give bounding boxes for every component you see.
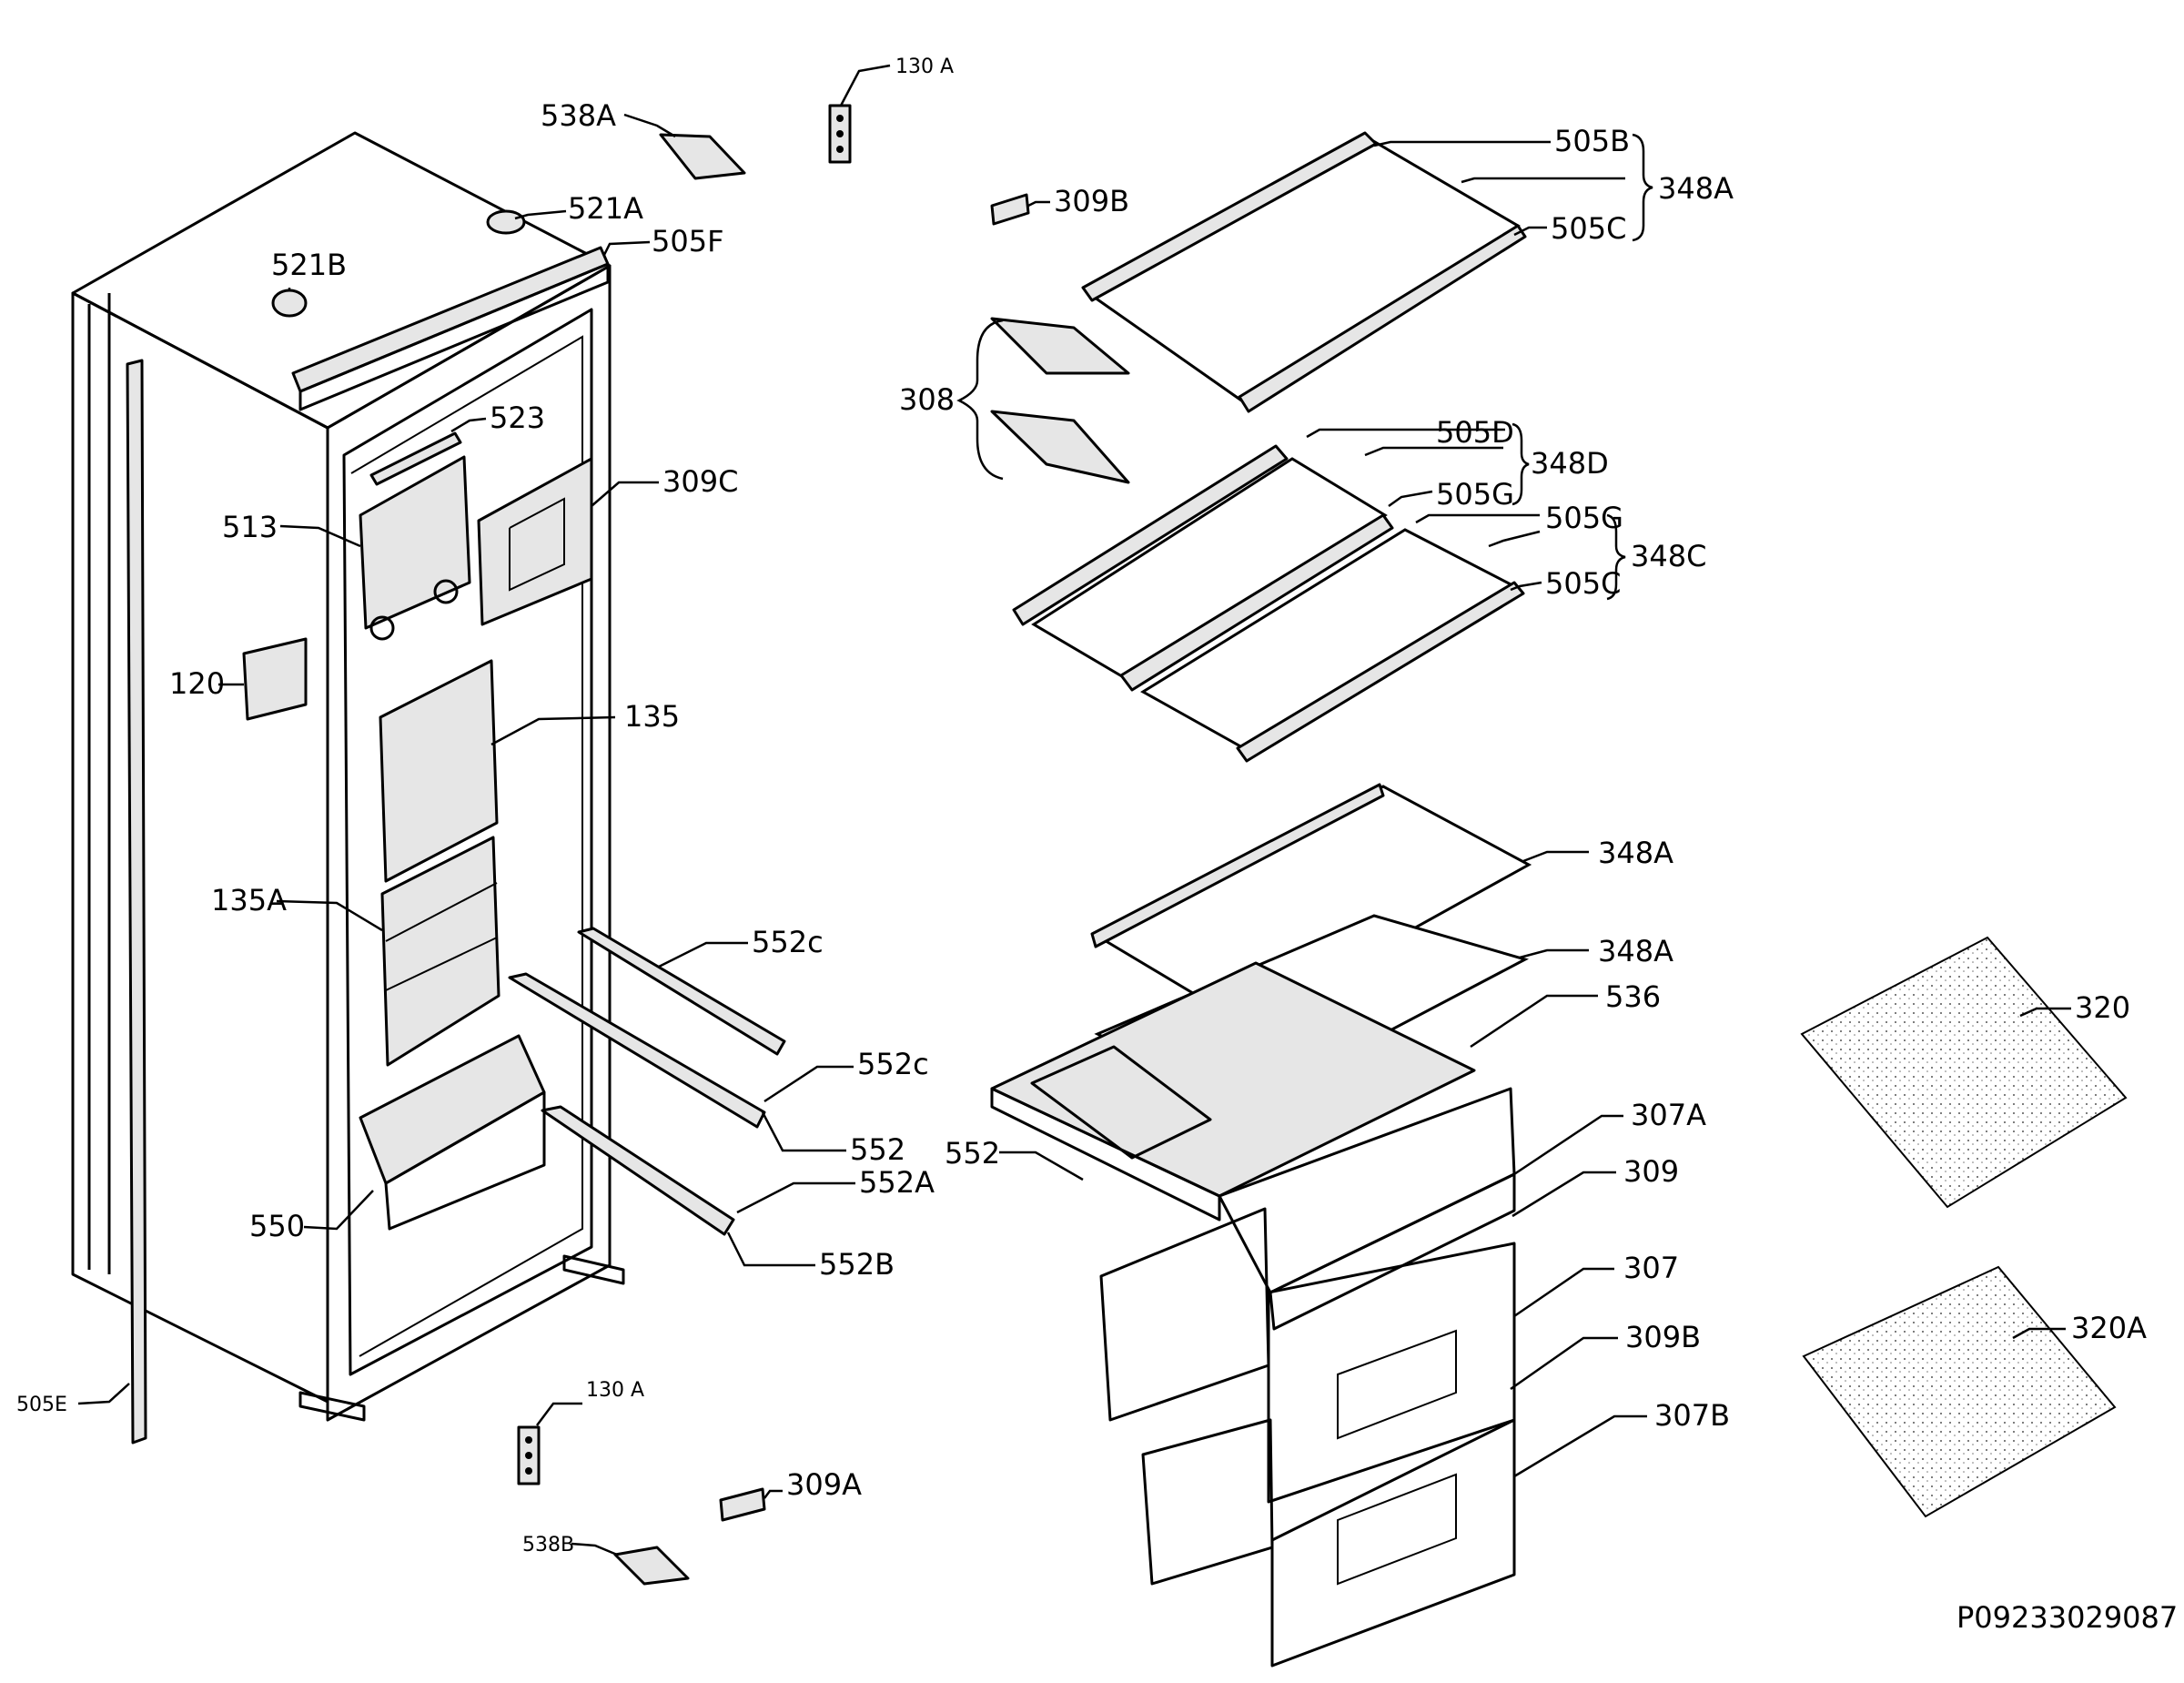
drawer-frame-550: [359, 1034, 546, 1231]
label-320a: 320A: [2071, 1311, 2147, 1345]
glass-shelf-348d: [1012, 444, 1388, 681]
refrigerator-cabinet: [71, 131, 625, 1422]
label-309b-top: 309B: [1054, 184, 1129, 218]
wire-basket-320: [1800, 936, 2128, 1209]
label-309c: 309C: [662, 464, 738, 499]
hinge-plate-130a-bottom: [517, 1425, 541, 1485]
label-135a: 135A: [211, 883, 287, 918]
label-plate-120: [242, 637, 308, 721]
door-seal-strip: [126, 359, 147, 1445]
glass-shelf-348a-top: [1081, 131, 1527, 413]
label-348a-mid-1: 348A: [1598, 836, 1673, 870]
label-552a: 552A: [859, 1165, 935, 1200]
label-550: 550: [249, 1209, 305, 1243]
label-348d: 348D: [1531, 446, 1609, 481]
rail-552c-lower: [508, 972, 766, 1129]
label-307b: 307B: [1654, 1398, 1730, 1433]
rail-552c-upper: [577, 927, 786, 1056]
label-552-right: 552: [945, 1136, 1000, 1171]
label-552c-1: 552c: [752, 925, 824, 959]
label-130a-bottom: 130 A: [586, 1379, 644, 1402]
part-labels: 130 A 538A 521A 505F 521B 523 513 309C 1…: [16, 56, 2178, 1635]
label-521a: 521A: [568, 191, 643, 226]
part-309b-top: [990, 193, 1030, 226]
hinge-538b: [613, 1546, 690, 1586]
fan-cover-309c: [477, 457, 593, 626]
cap-521b: [271, 289, 308, 318]
air-duct-513: [359, 455, 471, 641]
drawer-307b: [1141, 1418, 1516, 1668]
label-348a-mid-2: 348A: [1598, 934, 1673, 968]
label-309a: 309A: [786, 1467, 862, 1502]
label-513: 513: [222, 510, 278, 544]
label-505c-mid: 505C: [1545, 566, 1621, 601]
label-552c-2: 552c: [857, 1047, 929, 1081]
label-538b: 538B: [522, 1534, 574, 1556]
control-523: [369, 431, 462, 486]
label-135: 135: [624, 699, 680, 734]
cover-135: [379, 659, 499, 883]
label-320: 320: [2075, 990, 2130, 1025]
hinge-set-308: [990, 317, 1130, 484]
glass-shelf-348c: [1119, 513, 1525, 763]
label-505f: 505F: [652, 224, 723, 259]
label-505c-top: 505C: [1551, 211, 1626, 246]
top-cover-505f: [291, 246, 610, 411]
label-538a: 538A: [541, 98, 616, 133]
glass-shelf-348a-mid-1: [1090, 783, 1532, 1025]
label-505g-2: 505G: [1545, 501, 1623, 535]
label-307: 307: [1623, 1251, 1679, 1285]
label-309: 309: [1623, 1154, 1679, 1189]
label-348c: 348C: [1631, 539, 1706, 573]
label-521b: 521B: [271, 248, 347, 282]
tray-536: [990, 961, 1476, 1222]
label-523: 523: [490, 400, 545, 435]
cover-135a: [380, 836, 500, 1067]
part-309a: [719, 1487, 766, 1522]
hinge-plate-130a-top: [828, 104, 852, 164]
label-130a-top: 130 A: [895, 56, 954, 78]
cap-521a: [486, 209, 526, 235]
label-505d: 505D: [1436, 415, 1514, 450]
label-505b: 505B: [1554, 124, 1630, 158]
label-505e: 505E: [16, 1394, 67, 1416]
rail-552a: [541, 1105, 735, 1236]
label-505g-1: 505G: [1436, 477, 1514, 512]
hinge-538a: [659, 133, 746, 180]
label-307a: 307A: [1631, 1098, 1706, 1132]
label-348a-top: 348A: [1658, 171, 1734, 206]
drawer-307: [1099, 1207, 1516, 1504]
egg-holder: [1030, 1045, 1212, 1160]
label-552b: 552B: [819, 1247, 895, 1282]
label-309b-bottom: 309B: [1625, 1320, 1701, 1354]
reference-code: P09233029087: [1956, 1600, 2178, 1635]
label-120: 120: [169, 666, 225, 701]
leader-lines: [77, 64, 2071, 1556]
wire-basket-320a: [1802, 1265, 2117, 1518]
label-552-left: 552: [850, 1132, 905, 1167]
label-536: 536: [1605, 979, 1661, 1014]
label-308: 308: [899, 382, 955, 417]
